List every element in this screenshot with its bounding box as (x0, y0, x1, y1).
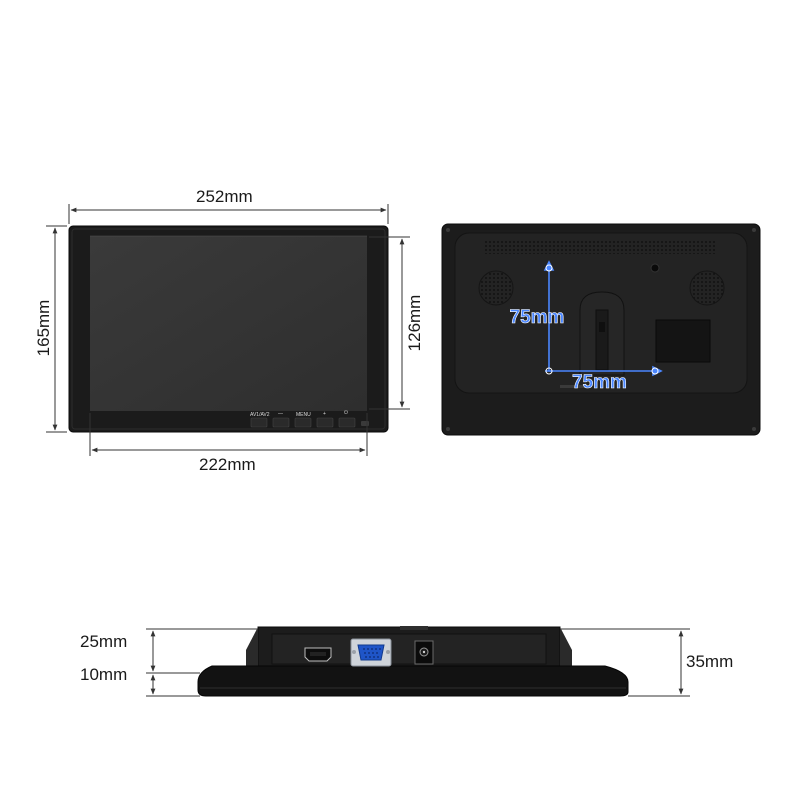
back-speaker-left (478, 270, 514, 306)
vesa-horizontal-label: 75mm (572, 372, 628, 394)
back-speaker-right (689, 270, 725, 306)
vesa-markers (543, 260, 663, 377)
button-av (250, 417, 268, 428)
power-led (361, 421, 369, 426)
button-label-power: ⏻ (344, 410, 348, 416)
vesa-vertical-label: 75mm (509, 307, 565, 329)
button-label-av: AV1/AV2 (250, 412, 270, 418)
hdmi-port (304, 647, 332, 662)
side-dimension-lines (146, 628, 690, 697)
front-control-buttons (250, 417, 369, 428)
button-power (338, 417, 356, 428)
front-screen (90, 236, 367, 411)
button-menu (294, 417, 312, 428)
front-screen-width-label: 222mm (199, 455, 256, 474)
front-width-label: 252mm (196, 187, 253, 206)
back-screw-hole (650, 263, 660, 273)
button-minus (272, 417, 290, 428)
side-top-depth-label: 25mm (80, 632, 128, 651)
back-top-vent (485, 240, 715, 254)
back-label-panel (655, 319, 711, 363)
button-label-minus: — (278, 411, 283, 417)
back-view-monitor (441, 223, 761, 436)
button-plus (316, 417, 334, 428)
dc-power-port (414, 640, 434, 665)
button-label-menu: MENU (296, 412, 311, 418)
front-dimension-lines (46, 204, 410, 456)
side-view-monitor (197, 626, 629, 697)
side-ports (304, 638, 434, 667)
front-screen-height-label: 126mm (405, 294, 424, 352)
front-height-label: 165mm (34, 299, 53, 357)
side-base (197, 665, 629, 697)
vga-port (350, 638, 392, 667)
front-view-monitor (68, 225, 389, 433)
side-base-depth-label: 10mm (80, 665, 128, 684)
button-label-plus: + (323, 411, 326, 417)
side-total-depth-label: 35mm (686, 652, 734, 671)
